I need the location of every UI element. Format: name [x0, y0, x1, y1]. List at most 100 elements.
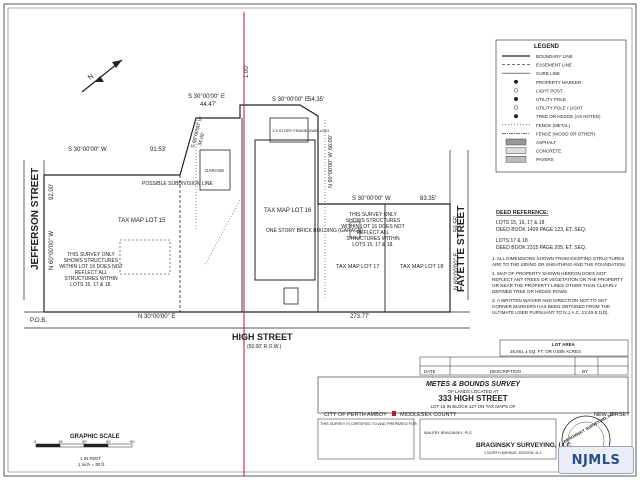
notes-container: 1. ALL DIMENSIONS SHOWN FROM EXISTING ST… — [492, 256, 626, 315]
legend-item-label: ASPHALT — [536, 140, 556, 145]
legend-item-label: BOUNDARY LINE — [536, 54, 573, 59]
bearing-inner-vert-len: 66.00' — [328, 135, 334, 150]
legend-item-label: UTILITY POLE — [536, 97, 566, 102]
brick-building-outline — [254, 139, 316, 281]
scale-tick-label: 30 — [82, 439, 87, 444]
title-line1: METES & BOUNDS SURVEY — [426, 381, 521, 388]
bearing-diag-b: 34.00' — [197, 132, 206, 147]
note-right-container: THIS SURVEY ONLY SHOWS STRUCTURES WITHIN… — [341, 212, 405, 248]
bearing-west-side-len: 92.00' — [49, 184, 55, 200]
legend-item-label: FENCE (WOOD OR OTHER) — [536, 131, 595, 136]
deed-reference: DEED REFERENCE: LOTS 15, 16, 17 & 18 DEE… — [496, 210, 586, 251]
shed-outline — [349, 221, 361, 239]
garage-label: GARAGE — [205, 168, 224, 173]
frame-shed-outline — [119, 239, 171, 275]
bearing-west-top: S 30°00'00" W — [68, 147, 107, 153]
legend-item-label: EASEMENT LINE — [536, 63, 572, 68]
possible-subdivision-label: POSSIBLE SUBDIVISION LINE — [142, 181, 214, 187]
note-1: 1. ALL DIMENSIONS SHOWN FROM EXISTING ST… — [492, 256, 626, 267]
legend-box — [495, 39, 627, 173]
legend-item-label: LIGHT POST — [536, 88, 563, 93]
legend-item-label: CURB LINE — [536, 71, 560, 76]
frame-dwelling-outline — [269, 117, 309, 143]
lot-area-value: 25,661 ± SQ. FT. OR 0.589 ACRES — [510, 349, 581, 354]
legend-symbol — [513, 96, 519, 102]
rev-description: DESCRIPTION — [490, 369, 521, 374]
note-right: THIS SURVEY ONLY SHOWS STRUCTURES WITHIN… — [341, 212, 405, 248]
note-left: THIS SURVEY ONLY SHOWS STRUCTURES WITHIN… — [59, 252, 123, 288]
legend-item-label: UTILITY POLE / LIGHT — [536, 106, 583, 111]
deed-title: DEED REFERENCE: — [496, 210, 549, 216]
bearing-mid-ew-len: 83.35' — [420, 196, 436, 202]
sheet-border — [3, 3, 637, 477]
legend-symbol — [505, 155, 527, 163]
scale-unit: 1 IN FEET — [80, 456, 101, 461]
title-block: METES & BOUNDS SURVEY OF LANDS LOCATED A… — [317, 376, 630, 418]
title-state: NEW JERSEY — [594, 412, 630, 418]
deed-line1: LOTS 15, 16, 17 & 18 — [496, 220, 545, 226]
title-city: CITY OF PERTH AMBOY — [324, 412, 387, 418]
bearing-west-side: N 60°00'00" W — [49, 231, 55, 270]
scale-tick-label: 0 — [34, 439, 37, 444]
company-stamp-text: BRAGINSKY SURVEYING, LLC — [563, 410, 616, 444]
bearing-west-top-len: 91.53' — [150, 147, 166, 153]
bearing-east-side-len: 59.55' — [454, 216, 460, 232]
note-2: 2. MAP OF PROPERTY SHOWN HEREON DOES NOT… — [492, 271, 624, 294]
legend-title: LEGEND — [534, 44, 560, 50]
company-name: BRAGINSKY SURVEYING, LLC — [476, 442, 571, 449]
bearing-frontage: N 30°00'00" E — [138, 314, 175, 320]
scale-title: GRAPHIC SCALE — [70, 434, 120, 440]
legend-symbol — [513, 88, 519, 93]
high-street-row-label: (50.00' R.O.W.) — [247, 344, 282, 350]
certified-label: THIS SURVEY IS CERTIFIED TO AND PREPARED… — [320, 422, 418, 426]
legend-symbol — [513, 79, 519, 84]
sheet-inner-border — [7, 7, 633, 473]
lot-area-box: LOT AREA 25,661 ± SQ. FT. OR 0.589 ACRES — [499, 339, 629, 357]
jefferson-street-label: JEFFERSON STREET — [30, 168, 41, 270]
high-street-label: HIGH STREET — [232, 332, 293, 342]
legend-item-label: CONCRETE — [536, 149, 561, 154]
scale-tick-label: 90 — [130, 439, 135, 444]
title-line3: LOT 16 IN BLOCK 127 ON TAX MAPS OF — [430, 404, 515, 409]
fayette-street-label: FAYETTE STREET — [456, 206, 467, 292]
legend-item-label: FENCE (METAL) — [536, 123, 571, 128]
north-arrow-icon: N — [81, 59, 123, 93]
rev-date: DATE — [424, 369, 436, 374]
pob-label: P.O.B. — [30, 318, 47, 324]
bearing-north2-len: 54.35' — [308, 97, 324, 103]
deed-line4: DEED BOOK 2315 PAGE 205, ET. SEQ. — [496, 245, 586, 251]
certified-box: THIS SURVEY IS CERTIFIED TO AND PREPARED… — [317, 418, 418, 460]
bearing-east-side: N 60°00'00" E — [454, 253, 460, 290]
bearing-inner-vert: N 60°00'00" W — [328, 151, 334, 188]
njmls-watermark: NJMLS — [558, 446, 634, 474]
structures — [119, 117, 361, 305]
building-label-line1: ONE STORY BRICK BUILDING (GARAGE) — [266, 228, 363, 234]
bearing-north2: S 30°00'00" E — [272, 97, 309, 103]
deed-line3: LOTS 17 & 18 — [496, 238, 528, 244]
scale-segment — [59, 443, 85, 448]
red-marker — [392, 411, 396, 416]
legend-item-label: PROPERTY MARKER — [536, 80, 582, 85]
svg-text:N: N — [87, 73, 95, 82]
legend-symbol — [513, 105, 519, 110]
bearing-north: S 30°00'00" E — [188, 94, 225, 100]
lot15-label: TAX MAP LOT 15 — [118, 218, 166, 224]
legend-symbol — [505, 138, 527, 146]
bearing-small-top: 1.00' — [244, 65, 250, 78]
revision-table — [419, 356, 629, 376]
company-address: 1 NORTH AVENUE, EDISON, N.J. — [484, 451, 542, 455]
stoop-outline — [283, 287, 299, 305]
legend-items: BOUNDARY LINE EASEMENT LINE CURB LINE PROPE… — [502, 54, 601, 163]
title-county: MIDDLESEX COUNTY — [400, 412, 457, 418]
legend-symbol — [505, 147, 527, 154]
legend-symbol — [513, 114, 519, 119]
scale-tick-label: 60 — [106, 439, 111, 444]
legend-item-label: PAVERS — [536, 157, 554, 162]
bearing-frontage-len: 273.77' — [350, 314, 370, 320]
title-line2: OF LANDS LOCATED AT — [447, 389, 498, 394]
deed-line2: DEED BOOK 1409 PAGE 123, ET. SEQ. — [496, 227, 586, 233]
lot-area-title: LOT AREA — [552, 342, 576, 347]
